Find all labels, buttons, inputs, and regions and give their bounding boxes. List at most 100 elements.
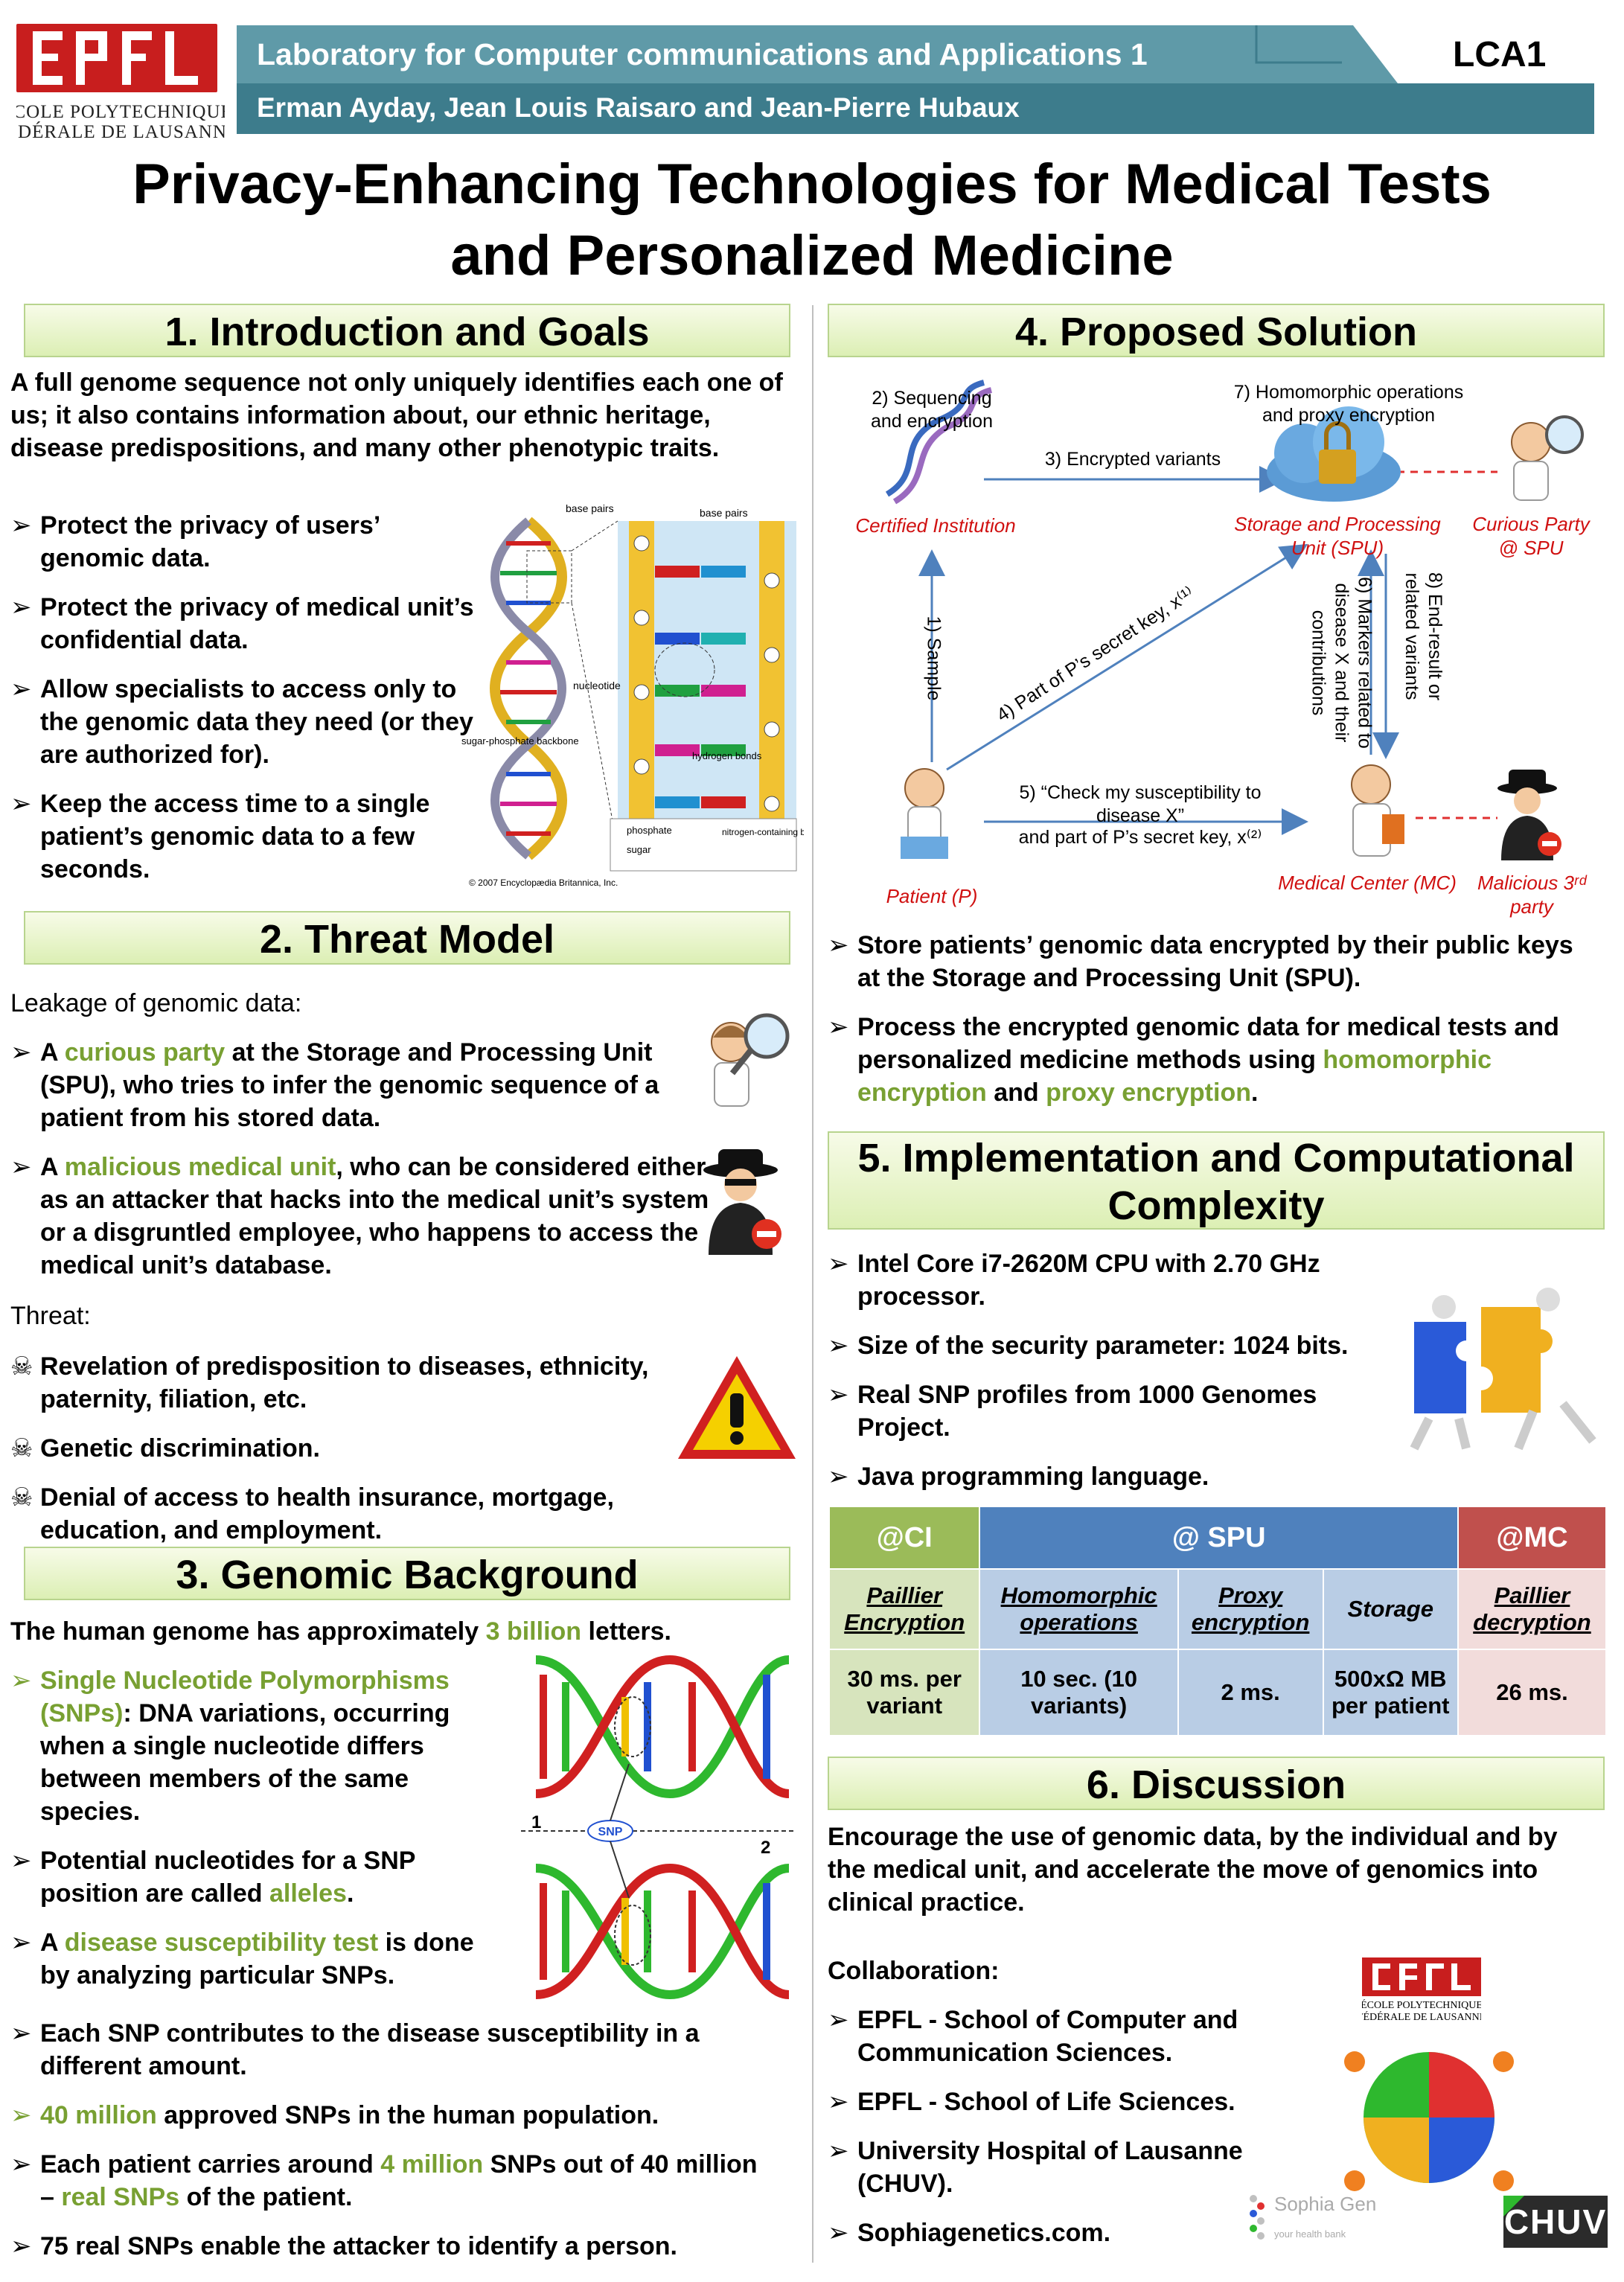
list-item: ➢Java programming language. [828,1463,1209,1491]
snp-list-top: ➢Single Nucleotide Polymorphisms (SNPs):… [10,1664,487,2008]
list-item: ➢Potential nucleotides for a SNP positio… [10,1847,415,1908]
svg-text:FÉDÉRALE DE LAUSANNE: FÉDÉRALE DE LAUSANNE [1362,2010,1481,2023]
intro-paragraph: A full genome sequence not only uniquely… [10,368,783,462]
author-list: Erman Ayday, Jean Louis Raisaro and Jean… [257,92,1020,123]
list-item: ➢Real SNP profiles from 1000 Genomes Pro… [828,1381,1317,1442]
threat-label: Threat: [10,1302,91,1330]
list-item: ➢Keep the access time to a single patien… [10,790,430,883]
authors-banner [237,83,1594,134]
list-item: ➢Process the encrypted genomic data for … [828,1013,1559,1107]
section-2-heading: 2. Threat Model [24,911,790,965]
table-cell: Proxy encryption [1177,1568,1324,1650]
list-item: ➢Allow specialists to access only to the… [10,675,473,769]
snp-helix-figure: SNP 1 2 [521,1652,796,2002]
protocol-diagram: 2) Sequencing and encryption 7) Homomorp… [828,360,1605,926]
list-item: ➢Store patients’ genomic data encrypted … [828,931,1573,992]
certified-institution-label: Certified Institution [855,514,1016,537]
list-item: ➢University Hospital of Lausanne (CHUV). [828,2137,1243,2198]
lab-banner [237,25,1249,83]
list-item: ☠Genetic discrimination. [10,1434,320,1463]
dna-structure-figure: base pairs base pairs nucleotide sugar-p… [461,491,824,893]
doctor-icon [1351,764,1404,857]
epfl-logo-small: ÉCOLE POLYTECHNIQUE FÉDÉRALE DE LAUSANNE [1358,1957,1486,2028]
list-item: ➢Sophiagenetics.com. [828,2219,1111,2247]
svg-text:1: 1 [531,1812,541,1832]
list-item: ➢Protect the privacy of users’ genomic d… [10,511,380,572]
step-1-label: 1) Sample [923,616,944,701]
list-item: ☠Denial of access to health insurance, m… [10,1483,614,1544]
collaboration-label: Collaboration: [828,1957,1000,1985]
step-6-label: 6) Markers related to disease X and thei… [1308,577,1375,749]
collaborators-list: ➢EPFL - School of Computer and Communica… [828,2004,1304,2266]
table-cell: 2 ms. [1177,1649,1324,1736]
svg-text:SNP: SNP [598,1826,623,1838]
list-item: ➢A curious party at the Storage and Proc… [10,1038,659,1132]
collaboration-puzzle-icon [1325,2032,1533,2207]
threat-list: ☠Revelation of predisposition to disease… [10,1350,665,1563]
discussion-paragraph: Encourage the use of genomic data, by th… [828,1823,1558,1917]
table-cell: 10 sec. (10 variants) [979,1649,1179,1736]
svg-text:phosphate: phosphate [627,825,672,836]
patient-icon [901,768,948,859]
complexity-table: @CI @ SPU @MC Paillier Encryption Homomo… [828,1506,1608,1736]
epfl-logo: ÉCOLE POLYTECHNIQUE FÉDÉRALE DE LAUSANNE [0,22,238,142]
table-header-spu: @ SPU [979,1506,1459,1570]
table-cell: Homomorphic operations [979,1568,1179,1650]
patient-label: Patient (P) [886,885,978,907]
table-cell: 500xΩ MB per patient [1322,1649,1459,1736]
svg-text:hydrogen bonds: hydrogen bonds [692,750,762,761]
table-cell: 26 ms. [1457,1649,1608,1736]
table-cell: Storage [1322,1568,1459,1650]
table-cell: Paillier decryption [1457,1568,1608,1650]
list-item: ➢Each SNP contributes to the disease sus… [10,2019,700,2080]
leakage-label: Leakage of genomic data: [10,989,302,1017]
lab-code: LCA1 [1453,35,1547,74]
step-3-label: 3) Encrypted variants [1044,449,1221,470]
leakage-list: ➢A curious party at the Storage and Proc… [10,1036,709,1298]
section-3-heading: 3. Genomic Background [24,1547,790,1600]
malicious-party-icon [1497,770,1561,860]
table-cell: 30 ms. per variant [828,1649,981,1736]
svg-text:2: 2 [761,1838,770,1858]
warning-sign-icon [674,1352,800,1467]
svg-text:nitrogen-containing bases: nitrogen-containing bases [722,827,804,837]
curious-person-magnifier-icon [686,1005,798,1120]
svg-text:© 2007 Encyclopædia Britannica: © 2007 Encyclopædia Britannica, Inc. [469,878,618,888]
list-item: ➢Size of the security parameter: 1024 bi… [828,1332,1349,1360]
banner-tab-shape [1249,25,1398,83]
implementation-list: ➢Intel Core i7-2620M CPU with 2.70 GHz p… [828,1247,1393,1509]
table-cell: Paillier Encryption [828,1568,981,1650]
svg-text:your health bank: your health bank [1274,2228,1346,2240]
svg-text:ÉCOLE POLYTECHNIQUE: ÉCOLE POLYTECHNIQUE [16,101,225,122]
list-item: ➢A disease susceptibility test is done b… [10,1928,474,1989]
list-item: ➢EPFL - School of Computer and Communica… [828,2006,1238,2067]
medical-center-label: Medical Center (MC) [1278,872,1457,894]
list-item: ➢EPFL - School of Life Sciences. [828,2088,1235,2116]
list-item: ➢40 million approved SNPs in the human p… [10,2101,659,2129]
svg-text:sugar: sugar [627,844,651,855]
goals-list: ➢Protect the privacy of users’ genomic d… [10,509,487,902]
section-6-heading: 6. Discussion [828,1757,1605,1810]
svg-text:nucleotide: nucleotide [573,680,621,691]
malicious-party-label: Malicious 3ʳᵈ party [1477,872,1587,918]
table-header-mc: @MC [1457,1506,1608,1570]
column-divider [812,305,813,2263]
step-5-label: 5) “Check my susceptibility to disease X… [1019,782,1262,826]
svg-text:sugar-phosphate backbone: sugar-phosphate backbone [461,735,579,747]
list-item: ➢Protect the privacy of medical unit’s c… [10,593,474,654]
lab-name: Laboratory for Computer communications a… [257,37,1148,71]
chuv-logo: CHUV [1503,2196,1608,2248]
sophia-genetics-logo: Sophia Genetics your health bank [1243,2188,1416,2249]
step-7-label: 7) Homomorphic operations and proxy encr… [1233,382,1464,426]
step-8-label: 8) End-result or related variants [1401,572,1445,701]
snp-list-bottom: ➢Each SNP contributes to the disease sus… [10,2017,784,2279]
section-4-heading: 4. Proposed Solution [828,304,1605,357]
genome-intro: The human genome has approximately 3 bil… [10,1617,672,1646]
solution-list: ➢Store patients’ genomic data encrypted … [828,929,1602,1125]
curious-party-label: Curious Party @ SPU [1472,513,1590,559]
step-5-key-label: and part of P’s secret key, x⁽²⁾ [1018,827,1262,848]
svg-text:ÉCOLE POLYTECHNIQUE: ÉCOLE POLYTECHNIQUE [1362,1998,1481,2011]
spu-label: Storage and Processing Unit (SPU) [1234,513,1441,559]
list-item: ➢Intel Core i7-2620M CPU with 2.70 GHz p… [828,1250,1320,1311]
